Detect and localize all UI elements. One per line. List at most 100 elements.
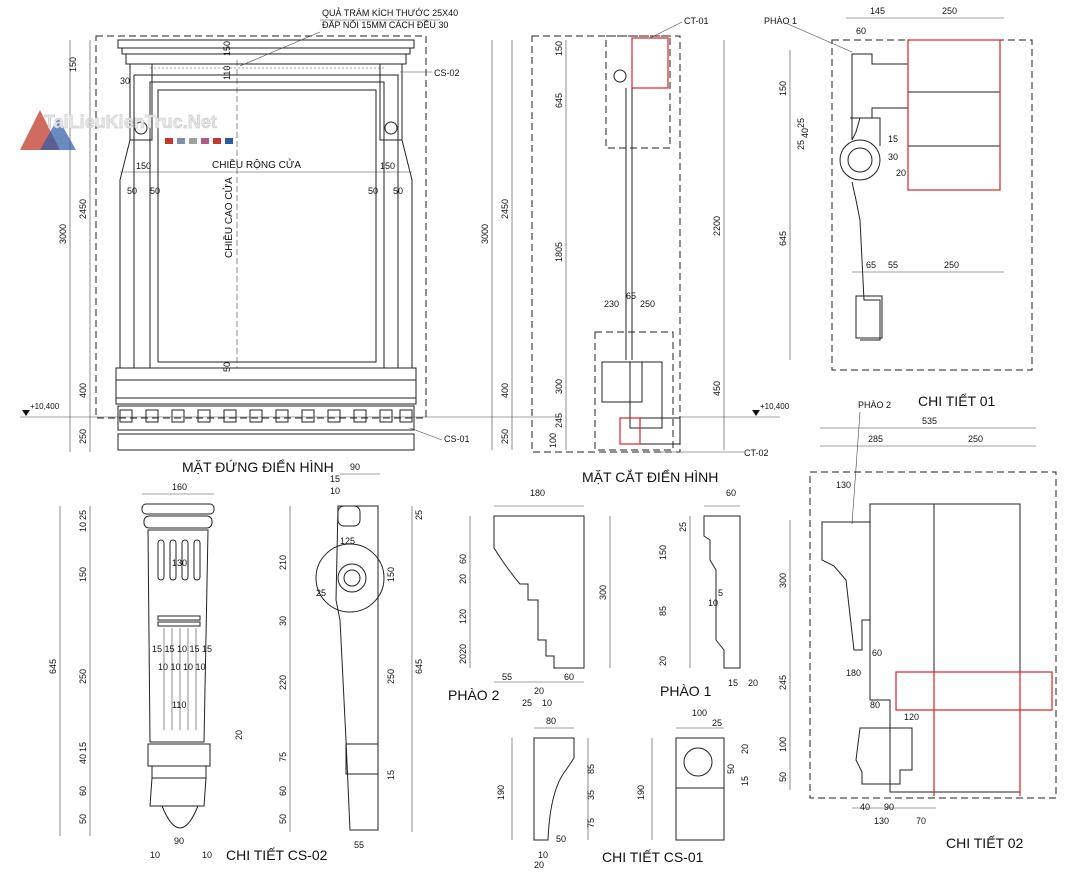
cs01-dim-20: 20	[534, 860, 544, 869]
p1-dim-5: 5	[718, 588, 723, 598]
elev-dim-2450: 2450	[78, 199, 88, 219]
d2-dim-120: 120	[904, 712, 919, 722]
watermark-text: TaiLieuKienTruc.Net	[44, 112, 217, 132]
elev-dim-250: 250	[78, 429, 88, 444]
elev-dim-150: 150	[68, 57, 78, 72]
cs02-dim-25: 25	[78, 510, 88, 520]
p1-dim-20b: 20	[748, 678, 758, 688]
d1-dim-250: 250	[942, 6, 957, 16]
d1-dim-30: 30	[888, 152, 898, 162]
cs01-tag: CS-01	[444, 434, 470, 444]
cs02-dim-15: 15	[78, 742, 88, 752]
sec-dim-1805: 1805	[554, 242, 564, 262]
p2-dim-20: 20	[458, 574, 468, 584]
cs02s-dim-75: 75	[278, 752, 288, 762]
sec-dim-2450: 2450	[500, 199, 510, 219]
sill-brackets	[117, 405, 415, 451]
p1-dim-15: 15	[728, 678, 738, 688]
cs02-dim-10c: 10	[202, 850, 212, 860]
level-marker-1: +10,400	[30, 402, 60, 411]
sec-dim-300: 300	[554, 379, 564, 394]
cs01-title: CHI TIẾT CS-01	[602, 849, 704, 865]
cs02-front-drawing	[59, 493, 215, 836]
p2-dim-2020: 2020	[458, 644, 468, 664]
detail02-drawing	[789, 427, 1057, 809]
d2-dim-285: 285	[868, 434, 883, 444]
d2-dim-60: 60	[872, 648, 882, 658]
d2-dim-535: 535	[922, 416, 937, 426]
note-line-2: ĐẮP NỔI 15MM CÁCH ĐỀU 30	[322, 19, 448, 30]
d1-dim-15: 15	[888, 134, 898, 144]
d1-dim-55: 55	[888, 260, 898, 270]
phao1-title: PHÀO 1	[660, 683, 712, 699]
p1-dim-150: 150	[658, 545, 668, 560]
p2-dim-300: 300	[598, 585, 608, 600]
d2-dim-90: 90	[884, 802, 894, 812]
cs01-dim-75: 75	[586, 818, 596, 828]
cs01-dim-10: 10	[538, 850, 548, 860]
elev-dim-3000: 3000	[58, 224, 68, 244]
cs02s-dim-30: 30	[278, 616, 288, 626]
d2-dim-130b: 130	[874, 816, 889, 826]
door-width-label: CHIỀU RỘNG CỬA	[212, 158, 301, 171]
d2-dim-50: 50	[778, 772, 788, 782]
cs02s-dim-10: 10	[330, 486, 340, 496]
cs01b-dim-20: 20	[740, 744, 750, 754]
d2-dim-80: 80	[870, 700, 880, 710]
elev-dim-400: 400	[78, 383, 88, 398]
cs02-dim-110: 110	[172, 700, 186, 710]
p1-dim-20: 20	[658, 656, 668, 666]
elev-dim-110: 110	[222, 66, 232, 80]
cs02-dim-645: 645	[48, 659, 58, 674]
phao2-drawing	[469, 505, 611, 683]
elev-dim-w50d: 50	[393, 186, 403, 196]
detail01-drawing	[789, 17, 1033, 371]
elevation-drawing	[20, 35, 560, 452]
d2-dim-180: 180	[846, 668, 861, 678]
cs02s-dim-150: 150	[386, 567, 396, 582]
elev-dim-bot50: 50	[222, 362, 232, 372]
note-line-1: QUẢ TRÁM KÍCH THƯỚC 25X40	[322, 7, 458, 18]
cs01b-dim-190: 190	[636, 785, 646, 800]
cs02-tag: CS-02	[434, 68, 460, 78]
d1-dim-25: 25	[796, 118, 806, 128]
cs01b-dim-15: 15	[740, 776, 750, 786]
cs02-dim-10row: 10 10 10 10	[158, 662, 206, 672]
cs01-dim-35: 35	[586, 790, 596, 800]
elev-dim-w50c: 50	[368, 186, 378, 196]
sec-dim-100: 100	[548, 433, 558, 448]
d2-dim-40: 40	[860, 802, 870, 812]
cs01b-dim-25: 25	[712, 718, 722, 728]
cs02s-dim-55: 55	[354, 840, 364, 850]
sec-dim-450: 450	[712, 381, 722, 396]
d2-dim-100: 100	[778, 737, 788, 752]
elev-dim-150-top: 150	[222, 41, 232, 56]
d1-dim-65: 65	[866, 260, 876, 270]
d1-dim-40: 40	[800, 128, 810, 138]
p2-dim-120: 120	[458, 609, 468, 624]
p1-dim-60: 60	[726, 488, 736, 498]
cs01-dim-50: 50	[556, 834, 566, 844]
section-title: MẶT CẮT ĐIỂN HÌNH	[582, 468, 718, 485]
sec-dim-245: 245	[554, 413, 564, 428]
p1-dim-10: 10	[708, 598, 718, 608]
cs02s-dim-20: 20	[234, 730, 244, 740]
phao1-tag: PHÀO 1	[764, 16, 797, 26]
d1-dim-645: 645	[778, 231, 788, 246]
cs02s-dim-15b: 15	[386, 770, 396, 780]
p2-dim-10: 10	[542, 698, 552, 708]
cs01-dim-85: 85	[586, 764, 596, 774]
cs02-dim-150: 150	[78, 567, 88, 582]
cs02s-dim-210: 210	[278, 555, 288, 570]
detail01-title: CHI TIẾT 01	[918, 393, 996, 409]
p2-dim-60b: 60	[564, 672, 574, 682]
cs02s-dim-220: 220	[278, 675, 288, 690]
cs01-dim-190: 190	[496, 785, 506, 800]
cs02-dim-60: 60	[78, 786, 88, 796]
d2-dim-130: 130	[836, 480, 851, 490]
cs01b-dim-100: 100	[692, 708, 707, 718]
cs02s-dim-90: 90	[350, 462, 360, 472]
cs02-side-drawing	[289, 473, 413, 832]
cs01b-dim-50: 50	[726, 764, 736, 774]
